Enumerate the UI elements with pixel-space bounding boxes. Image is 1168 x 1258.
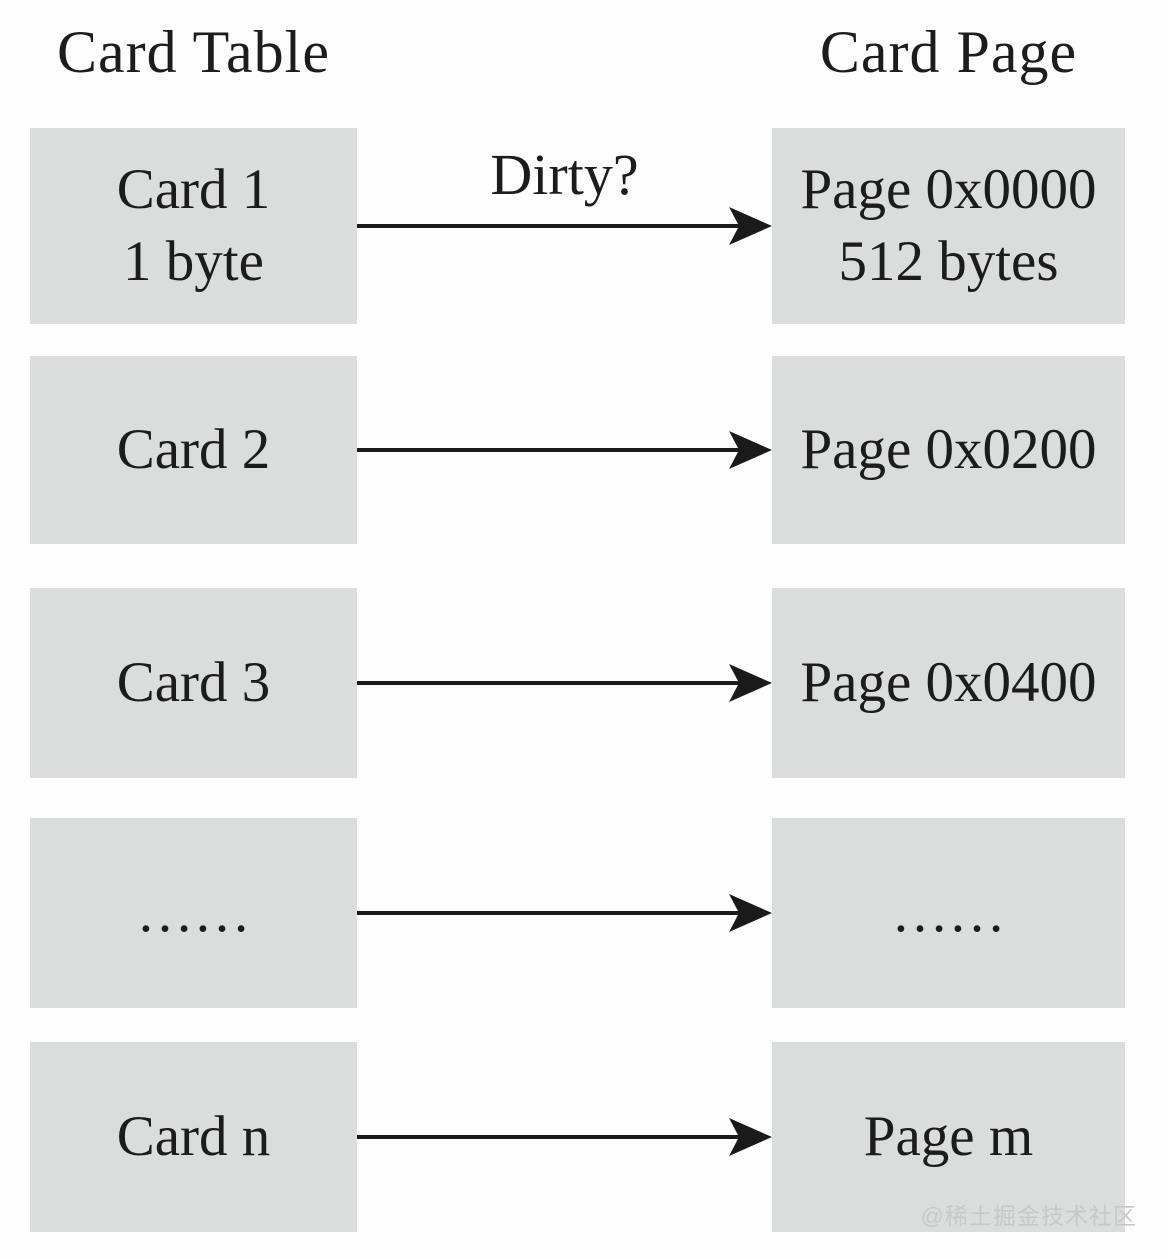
page-m-label: Page m: [863, 1105, 1034, 1168]
arrowhead-icon: [729, 207, 772, 245]
arrow-card3-to-page0400: [357, 661, 772, 705]
arrow-ellipsis: [357, 891, 772, 935]
card-2-label: Card 2: [116, 418, 271, 481]
card-n-box: Card n: [30, 1042, 357, 1232]
page-0x0200-label: Page 0x0200: [800, 418, 1097, 481]
card-page-title: Card Page: [819, 18, 1078, 85]
arrow-cardn-to-pagem: [357, 1115, 772, 1159]
page-0x0000-box: Page 0x0000 512 bytes: [772, 128, 1125, 324]
arrowhead-icon: [729, 664, 772, 702]
page-0x0200-box: Page 0x0200: [772, 356, 1125, 544]
card-1-size-label: 1 byte: [123, 230, 264, 293]
arrow-card1-to-page0: [357, 204, 772, 248]
page-ellipsis-box: ……: [772, 818, 1125, 1008]
page-0x0000-label: Page 0x0000: [800, 158, 1097, 221]
page-0x0400-box: Page 0x0400: [772, 588, 1125, 778]
page-ellipsis-label: ……: [891, 881, 1006, 944]
card-2-box: Card 2: [30, 356, 357, 544]
page-m-box: Page m: [772, 1042, 1125, 1232]
page-0x0000-size-label: 512 bytes: [838, 230, 1059, 293]
arrow-card2-to-page0200: [357, 428, 772, 472]
arrowhead-icon: [729, 431, 772, 469]
card-n-label: Card n: [116, 1105, 271, 1168]
card-1-box: Card 1 1 byte: [30, 128, 357, 324]
arrowhead-icon: [729, 894, 772, 932]
page-0x0400-label: Page 0x0400: [800, 651, 1097, 714]
card-ellipsis-label: ……: [136, 881, 251, 944]
card-3-label: Card 3: [116, 651, 271, 714]
dirty-question-label: Dirty?: [490, 141, 639, 207]
card-ellipsis-box: ……: [30, 818, 357, 1008]
watermark-text: @稀土掘金技术社区: [920, 1203, 1137, 1229]
card-1-label: Card 1: [116, 158, 271, 221]
arrowhead-icon: [729, 1118, 772, 1156]
card-table-title: Card Table: [57, 18, 330, 85]
card-3-box: Card 3: [30, 588, 357, 778]
